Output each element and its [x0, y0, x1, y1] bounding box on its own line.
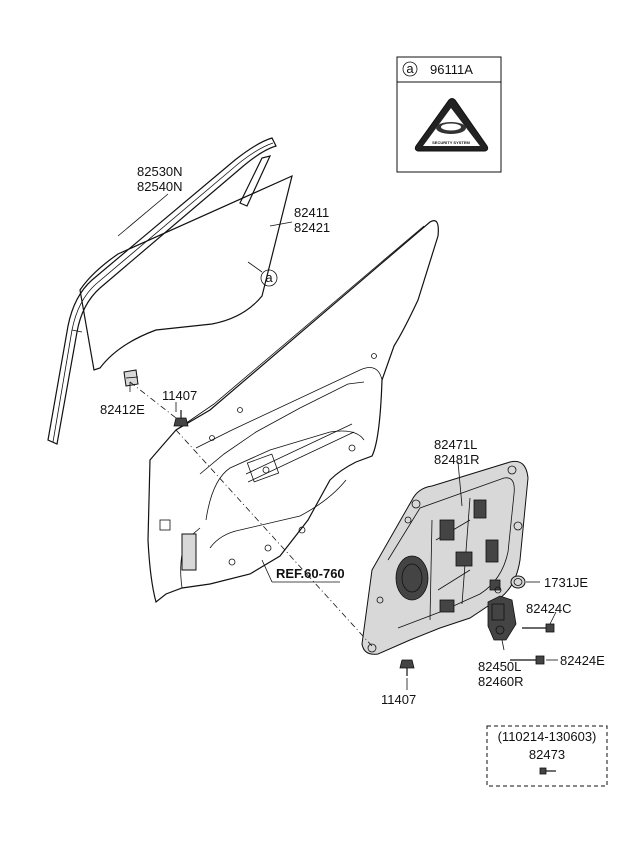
- callout-part-number: 96111A: [430, 62, 473, 77]
- label-run-channel-1: 82530N: [137, 164, 183, 179]
- plug-shape: [510, 575, 526, 589]
- door-frame: [147, 220, 439, 604]
- security-sticker-callout: a 96111A SECURITY SYSTEM: [396, 56, 502, 173]
- label-glass-2: 82421: [294, 220, 330, 235]
- reference-label: REF.60-760: [276, 566, 345, 581]
- label-regulator-panel-2: 82481R: [434, 452, 480, 467]
- note-date-range: (110214-130603): [498, 729, 597, 744]
- latch-area: [181, 533, 197, 571]
- regulator-motor: [487, 595, 517, 641]
- label-bolt-e: 82424E: [560, 653, 605, 668]
- bolt-11407-bottom: [399, 659, 415, 676]
- glass-run-channel: [47, 137, 277, 445]
- label-glass-marker: a: [265, 270, 273, 285]
- label-run-channel-2: 82540N: [137, 179, 183, 194]
- label-bolt-bottom: 11407: [381, 692, 416, 707]
- note-part-number: 82473: [529, 747, 565, 762]
- callout-frame: [396, 56, 502, 173]
- window-regulator-panel: [361, 460, 529, 655]
- label-glass-1: 82411: [294, 205, 329, 220]
- label-motor-2: 82460R: [478, 674, 524, 689]
- note-box: (110214-130603) 82473: [486, 725, 608, 787]
- label-glass-holder: 82412E: [100, 402, 145, 417]
- dash-line-glass: [129, 381, 177, 419]
- glass-marker-circle: [260, 269, 278, 287]
- label-bolt-c: 82424C: [526, 601, 572, 616]
- callout-marker-circle: [402, 61, 418, 77]
- security-emblem-icon: SECURITY SYSTEM: [414, 98, 489, 152]
- note-box-frame: [486, 725, 608, 787]
- bolt-82424e: [510, 655, 545, 665]
- leader-lines: [117, 193, 558, 690]
- label-plug: 1731JE: [544, 575, 588, 590]
- callout-marker: a: [406, 61, 414, 76]
- emblem-text: SECURITY SYSTEM: [432, 140, 470, 145]
- dash-line-bolt-top: [175, 429, 373, 647]
- label-regulator-panel-1: 82471L: [434, 437, 477, 452]
- label-motor-1: 82450L: [478, 659, 521, 674]
- door-glass: [79, 174, 293, 387]
- speaker-shape: [395, 555, 429, 601]
- bolt-82424c: [522, 623, 555, 633]
- screw-82473-shape: [539, 767, 556, 775]
- label-bolt-top: 11407: [162, 388, 197, 403]
- bolt-11407-top: [173, 410, 189, 427]
- glass-holder-shape: [123, 369, 139, 387]
